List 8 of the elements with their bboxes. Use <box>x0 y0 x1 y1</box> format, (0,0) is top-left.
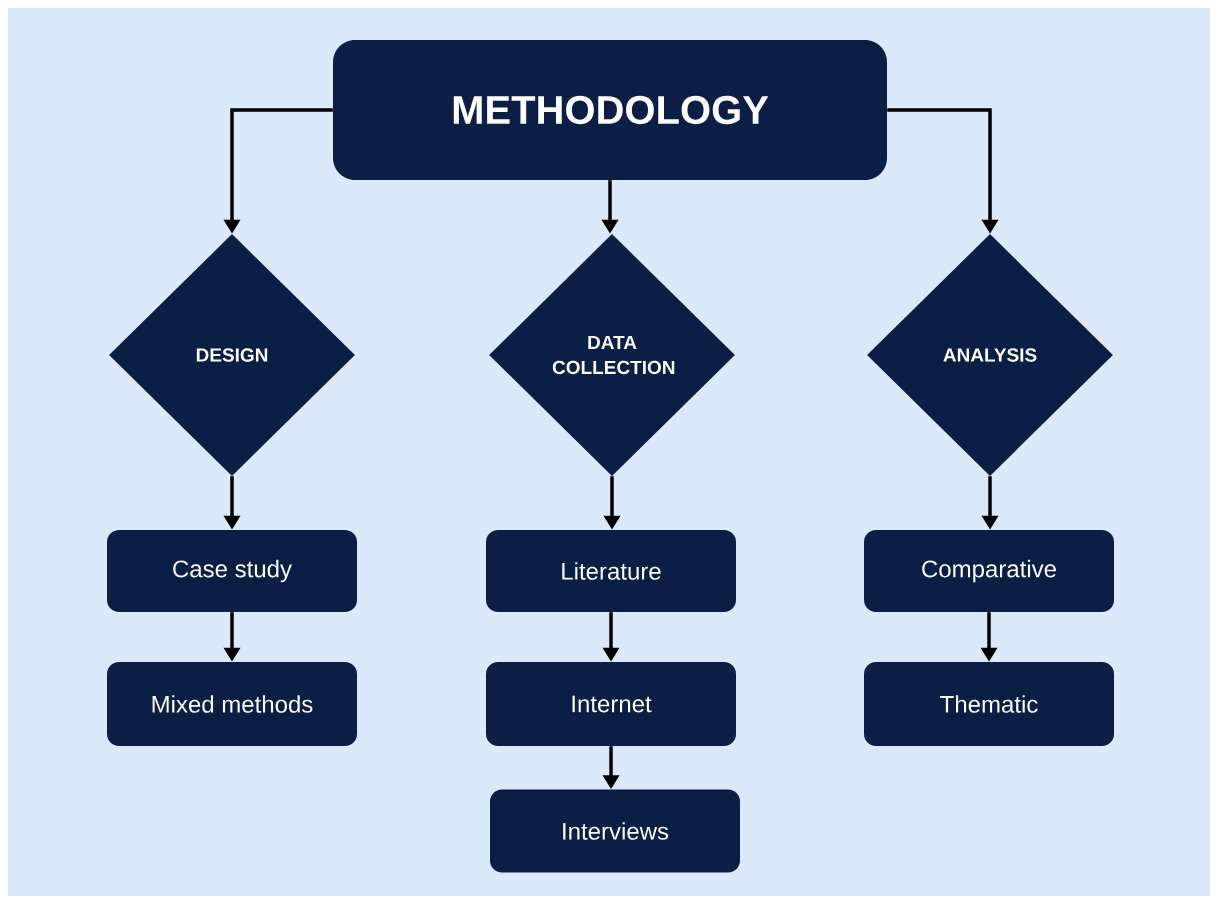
process-box: Thematic <box>864 662 1114 746</box>
process-box: Interviews <box>490 789 740 873</box>
process-box: Case study <box>107 530 357 612</box>
process-box: Comparative <box>864 530 1114 612</box>
process-box: Literature <box>486 530 736 612</box>
title-box: METHODOLOGY <box>333 40 887 180</box>
process-box: Internet <box>486 662 736 746</box>
process-box: Mixed methods <box>107 662 357 746</box>
